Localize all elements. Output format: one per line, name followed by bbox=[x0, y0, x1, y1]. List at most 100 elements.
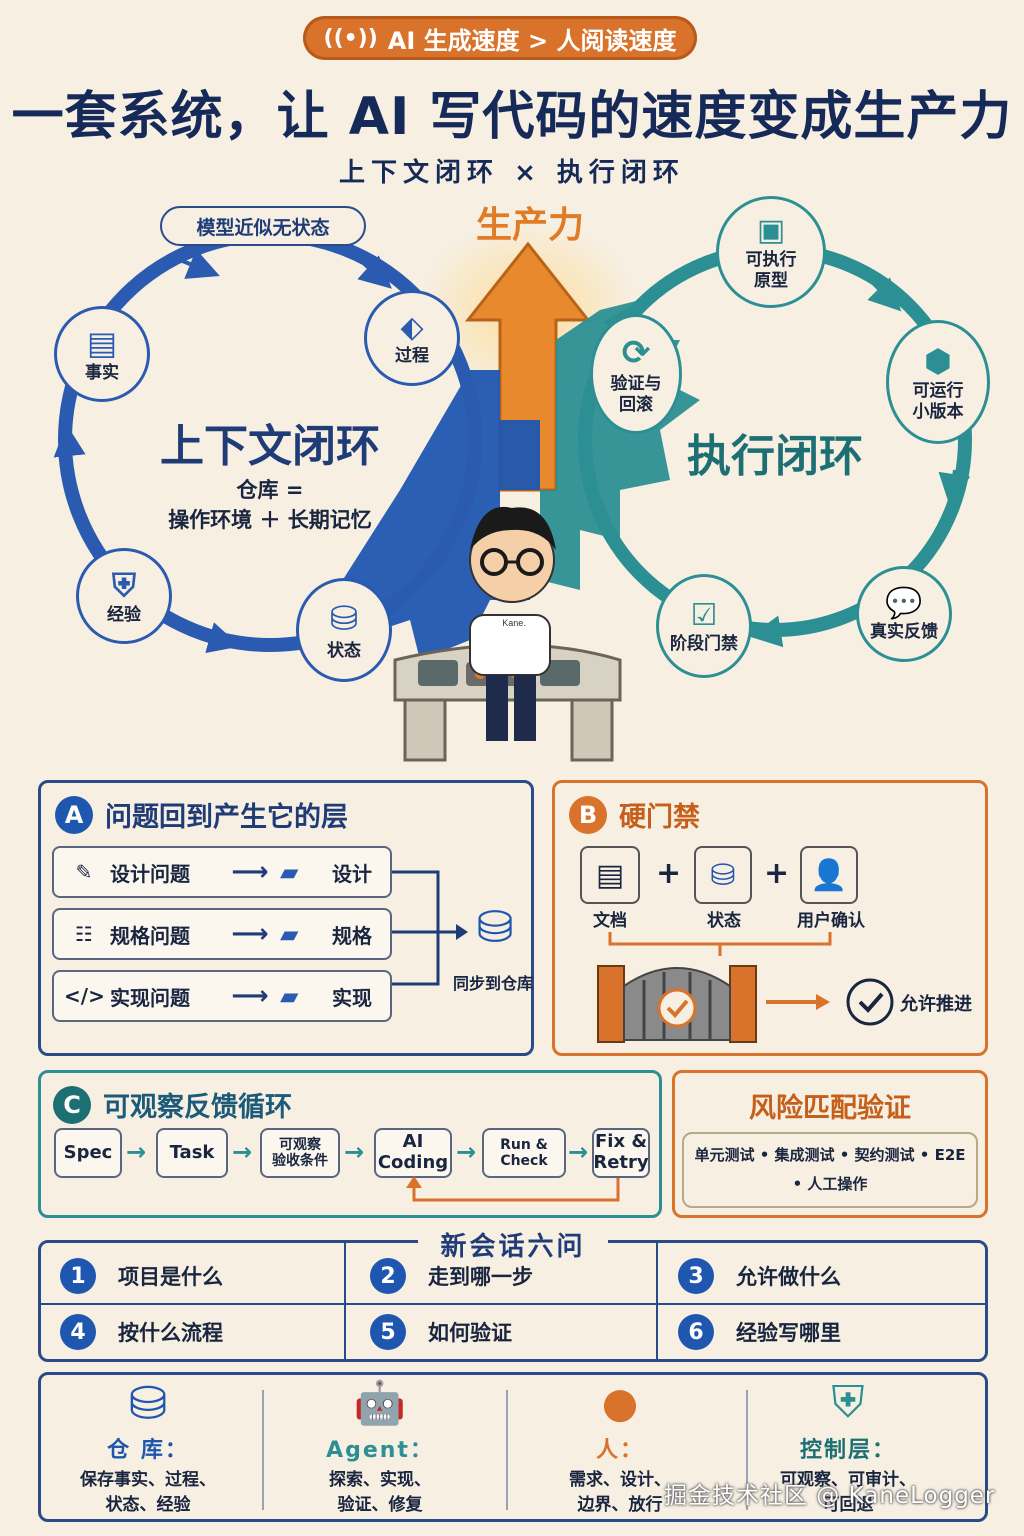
arrow-right-icon: → bbox=[232, 1138, 253, 1166]
folder-icon: ▰ bbox=[280, 982, 299, 1010]
user-icon: 👤 bbox=[800, 846, 858, 904]
loop-arrow bbox=[179, 249, 220, 279]
node-small-version: ⬢ 可运行 小版本 bbox=[886, 320, 990, 444]
risk-tests-box bbox=[682, 1132, 978, 1208]
section-a-badge: A bbox=[55, 795, 93, 834]
gate-item-doc: 文档 bbox=[593, 911, 627, 931]
retry-loop-arrow bbox=[406, 1176, 620, 1202]
node-experience: ⛨ 经验 bbox=[76, 548, 172, 644]
arrow-right-icon: → bbox=[568, 1138, 589, 1166]
divider bbox=[344, 1242, 346, 1360]
svg-text:Kane.: Kane. bbox=[502, 618, 526, 628]
robot-icon: 🤖 bbox=[353, 1378, 407, 1427]
document-icon: ▤ bbox=[580, 846, 640, 904]
folder-icon: ▰ bbox=[280, 858, 299, 886]
hard-gate-graphic bbox=[597, 932, 894, 1043]
desk-panel bbox=[418, 660, 458, 686]
shield-check-icon: ⛨ bbox=[111, 566, 136, 605]
developer-character: Kane. bbox=[469, 506, 556, 741]
risk-tests-line1: 单元测试 • 集成测试 • 契约测试 • E2E bbox=[694, 1146, 966, 1164]
flow-ai-coding: AI Coding bbox=[374, 1128, 452, 1178]
role-control-layer: ⛨ 控制层： 可观察、可审计、 可回退 bbox=[730, 1377, 966, 1517]
checklist-icon: ☑ bbox=[690, 597, 718, 633]
loop-arrow bbox=[938, 469, 971, 506]
exec-loop-title: 执行闭环 bbox=[687, 431, 863, 482]
database-icon: ⛁ bbox=[476, 902, 514, 953]
database-icon: ⛁ bbox=[329, 599, 359, 640]
person-icon: ● bbox=[601, 1378, 639, 1427]
section-c-title: 可观察反馈循环 bbox=[103, 1092, 292, 1123]
watermark: 掘金技术社区 @ KaneLogger bbox=[664, 1483, 996, 1509]
arrow-right-icon: → bbox=[456, 1138, 477, 1166]
node-verify-rollback: ⟳ 验证与 回滚 bbox=[590, 314, 682, 434]
context-loop-title: 上下文闭环 bbox=[160, 421, 380, 472]
repo-equation: 仓库 = bbox=[236, 478, 304, 502]
database-icon: ⛁ bbox=[128, 1376, 168, 1430]
arrow-right-icon: → bbox=[126, 1138, 147, 1166]
role-repo: ⛁ 仓 库： 保存事实、过程、 状态、经验 bbox=[30, 1380, 266, 1517]
divider bbox=[40, 1303, 986, 1305]
code-icon: </> bbox=[64, 984, 105, 1008]
folder-icon: ▰ bbox=[280, 920, 299, 948]
tagline-text: AI 生成速度 > 人阅读速度 bbox=[387, 26, 677, 55]
arrow-right-icon: ⟶ bbox=[231, 857, 269, 887]
arrow-right-icon: → bbox=[344, 1138, 365, 1166]
divider bbox=[506, 1390, 508, 1510]
browser-cube-icon: ▣ bbox=[756, 213, 786, 248]
loop-arrow bbox=[53, 424, 86, 461]
refresh-icon: ⟳ bbox=[621, 332, 651, 373]
flow-spec: Spec bbox=[54, 1128, 122, 1178]
six-questions-title: 新会话六问 bbox=[418, 1226, 608, 1263]
flow-fix-retry: Fix & Retry bbox=[592, 1128, 650, 1178]
database-icon: ⛁ bbox=[694, 846, 752, 904]
repo-definition: 操作环境 ＋ 长期记忆 bbox=[168, 508, 372, 532]
plus-icon: + bbox=[764, 856, 790, 891]
checklist-icon: ☷ bbox=[75, 922, 93, 946]
risk-title: 风险匹配验证 bbox=[749, 1093, 911, 1124]
layer-row: ☷ 规格问题 ⟶ ▰ 规格 bbox=[52, 908, 392, 960]
layer-row: ✎ 设计问题 ⟶ ▰ 设计 bbox=[52, 846, 392, 898]
state-label: 模型近似无状态 bbox=[160, 206, 366, 246]
divider bbox=[746, 1390, 748, 1510]
node-prototype: ▣ 可执行 原型 bbox=[716, 196, 826, 308]
shield-check-icon: ⛨ bbox=[831, 1377, 865, 1428]
gate-item-state: 状态 bbox=[707, 911, 741, 931]
section-a-header: A 问题回到产生它的层 bbox=[55, 795, 348, 834]
role-human: ● 人： 需求、设计、 边界、放行 bbox=[502, 1378, 738, 1517]
desk-leg bbox=[570, 698, 614, 762]
broadcast-icon: ((•)) bbox=[323, 25, 378, 51]
section-b-badge: B bbox=[569, 795, 607, 834]
arrow-right-icon: ⟶ bbox=[231, 981, 269, 1011]
node-stage-gate: ☑ 阶段门禁 bbox=[656, 574, 752, 678]
flow-acceptance: 可观察 验收条件 bbox=[260, 1128, 340, 1178]
section-b-title: 硬门禁 bbox=[619, 802, 700, 833]
package-icon: ⬢ bbox=[924, 341, 952, 380]
loop-arrow bbox=[357, 255, 392, 289]
node-state: ⛁ 状态 bbox=[296, 578, 392, 682]
loop-arrow bbox=[199, 622, 241, 654]
divider bbox=[656, 1242, 658, 1360]
gate-item-confirm: 用户确认 bbox=[797, 911, 865, 931]
allow-advance-label: 允许推进 bbox=[900, 994, 972, 1015]
productivity-label: 生产力 bbox=[475, 205, 584, 246]
loop-arrow bbox=[749, 615, 791, 648]
arrow-right-icon: ⟶ bbox=[231, 919, 269, 949]
sync-label: 同步到仓库 bbox=[452, 974, 533, 993]
page-title: 一套系统，让 AI 写代码的速度变成生产力 bbox=[11, 87, 1013, 147]
node-facts: ▤ 事实 bbox=[54, 306, 150, 402]
section-b-header: B 硬门禁 bbox=[569, 795, 700, 834]
sync-connector bbox=[392, 870, 468, 986]
section-c-header: C 可观察反馈循环 bbox=[53, 1085, 292, 1124]
chat-bubbles-icon: 💬 bbox=[885, 585, 923, 621]
flowchart-icon: ⬖ bbox=[400, 309, 424, 345]
divider bbox=[262, 1390, 264, 1510]
loop-arrow bbox=[867, 277, 902, 312]
desk-leg bbox=[403, 698, 447, 762]
flow-run-check: Run & Check bbox=[482, 1128, 566, 1178]
